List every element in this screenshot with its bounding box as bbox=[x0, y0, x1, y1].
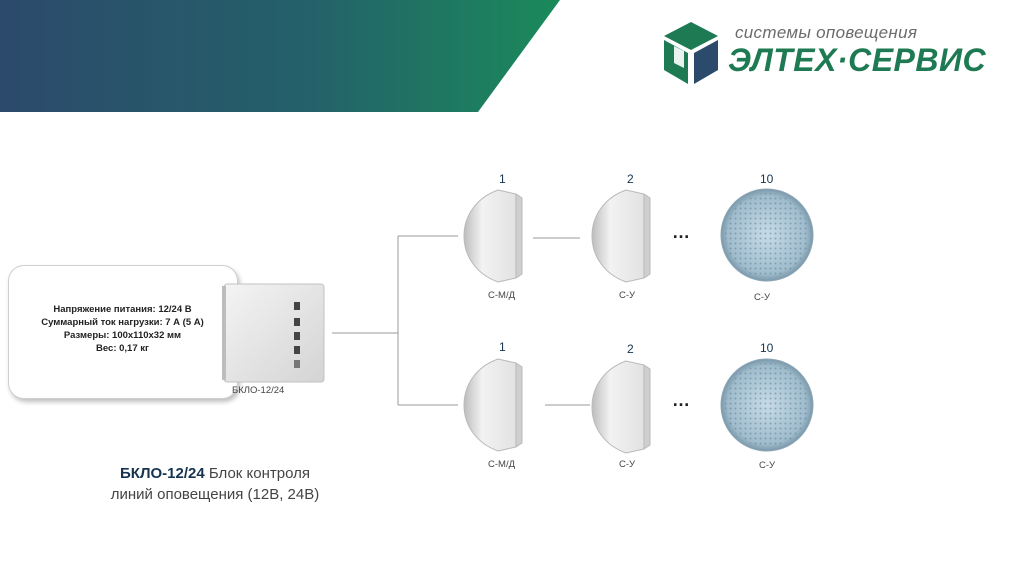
speaker-number: 1 bbox=[499, 340, 506, 354]
speaker-number: 10 bbox=[760, 341, 773, 355]
speaker-label: С-У bbox=[619, 459, 635, 470]
speaker-number: 2 bbox=[627, 172, 634, 186]
speaker-label: С-У bbox=[759, 460, 775, 471]
ellipsis: … bbox=[672, 390, 691, 411]
wall-speaker-image bbox=[586, 357, 656, 457]
ellipsis: … bbox=[672, 222, 691, 243]
ceiling-speaker-image bbox=[718, 186, 816, 284]
speaker-label: С-М/Д bbox=[488, 459, 515, 470]
wall-speaker-image bbox=[586, 186, 656, 286]
ceiling-speaker-image bbox=[718, 356, 816, 454]
caption-model: БКЛО-12/24 bbox=[120, 465, 205, 482]
speaker-number: 10 bbox=[760, 172, 773, 186]
speaker-number: 2 bbox=[627, 342, 634, 356]
wall-speaker-image bbox=[458, 186, 528, 286]
caption-desc-2: линий оповещения (12В, 24В) bbox=[70, 484, 360, 505]
speaker-label: С-У bbox=[754, 292, 770, 303]
speaker-number: 1 bbox=[499, 172, 506, 186]
wall-speaker-image bbox=[458, 355, 528, 455]
caption-desc-1: Блок контроля bbox=[205, 465, 310, 482]
device-caption: БКЛО-12/24 Блок контроля линий оповещени… bbox=[70, 463, 360, 505]
speaker-label: С-М/Д bbox=[488, 290, 515, 301]
speaker-label: С-У bbox=[619, 290, 635, 301]
